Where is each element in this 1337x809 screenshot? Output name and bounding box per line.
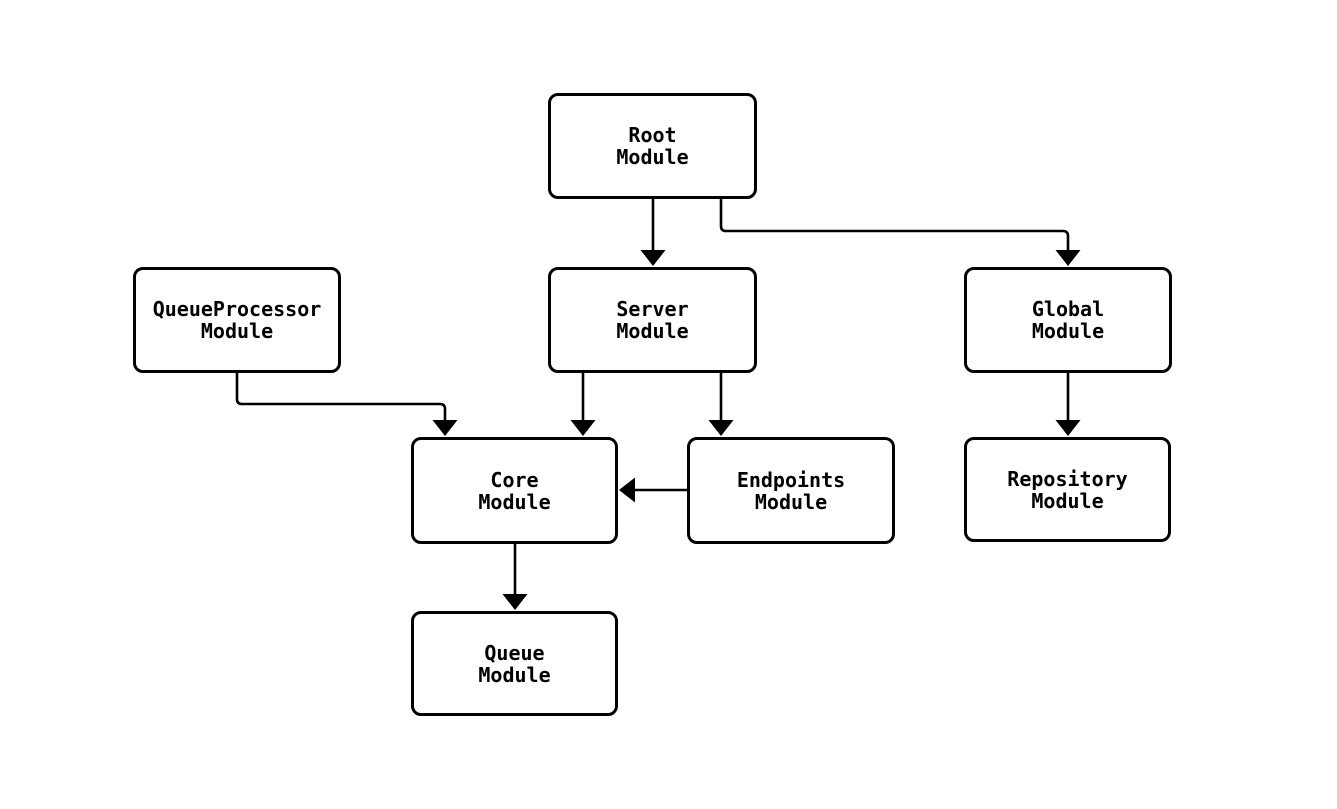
- node-root-label: Root Module: [616, 123, 689, 169]
- node-global-module: Global Module: [964, 267, 1172, 373]
- node-core-label: Core Module: [478, 467, 551, 514]
- node-repository-module: Repository Module: [964, 437, 1171, 542]
- edge-queueprocessor-to-core: [235, 373, 447, 420]
- node-queueprocessor-label: QueueProcessor Module: [152, 297, 322, 343]
- arrowhead-server-to-core: [570, 420, 596, 436]
- node-core-module: Core Module: [411, 437, 618, 544]
- arrowhead-server-to-endpoints: [708, 420, 734, 436]
- node-root-module: Root Module: [548, 93, 757, 199]
- node-endpoints-label: Endpoints Module: [736, 467, 846, 514]
- arrowhead-root-to-global: [1055, 250, 1081, 266]
- node-queue-module: Queue Module: [411, 611, 618, 716]
- arrowhead-global-to-repository: [1055, 420, 1081, 436]
- arrowhead-core-to-queue: [502, 594, 528, 610]
- node-server-label: Server Module: [616, 297, 689, 343]
- arrowhead-queueprocessor-to-core: [432, 420, 458, 436]
- node-repository-label: Repository Module: [1007, 466, 1128, 513]
- node-queue-label: Queue Module: [478, 640, 551, 687]
- node-server-module: Server Module: [548, 267, 757, 373]
- arrowhead-root-to-server: [640, 250, 666, 266]
- node-queueprocessor-module: QueueProcessor Module: [133, 267, 341, 373]
- node-endpoints-module: Endpoints Module: [687, 437, 895, 544]
- arrowhead-endpoints-to-core: [619, 477, 635, 503]
- node-global-label: Global Module: [1031, 297, 1105, 343]
- edge-root-to-global: [719, 199, 1070, 250]
